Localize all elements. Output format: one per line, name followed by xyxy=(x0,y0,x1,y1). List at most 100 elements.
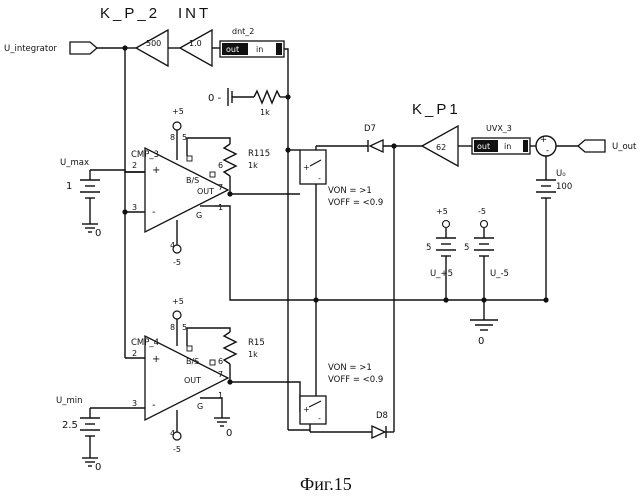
svg-text:1: 1 xyxy=(66,181,72,192)
resistor-r15: R15 1k xyxy=(224,332,265,364)
source-u-min: U_min 2.5 0 xyxy=(56,396,145,473)
svg-text:3: 3 xyxy=(132,203,137,212)
source-u-minus5: -5 5 U_-5 xyxy=(464,207,509,320)
port-u-integrator: U_integrator xyxy=(4,42,97,54)
diode-d8: D8 xyxy=(372,411,388,438)
svg-text:0: 0 xyxy=(226,428,232,439)
svg-text:in: in xyxy=(504,142,511,151)
svg-text:-: - xyxy=(152,207,156,218)
ground-resistor-branch: 0 - 1k xyxy=(208,88,288,117)
svg-text:+: + xyxy=(303,405,310,414)
svg-text:-: - xyxy=(318,174,321,183)
svg-text:5: 5 xyxy=(464,243,469,253)
switch-lower: + - VON = >1 VOFF = <0.9 xyxy=(300,363,383,424)
svg-text:VON = >1: VON = >1 xyxy=(328,186,372,196)
svg-text:-: - xyxy=(152,400,156,411)
svg-text:VOFF = <0.9: VOFF = <0.9 xyxy=(328,198,383,208)
svg-text:K_P_2: K_P_2 xyxy=(100,5,160,22)
svg-text:+5: +5 xyxy=(172,297,184,306)
svg-text:1.0: 1.0 xyxy=(189,39,202,48)
svg-text:U_+5: U_+5 xyxy=(430,269,453,279)
svg-text:2.5: 2.5 xyxy=(62,420,78,431)
svg-text:+: + xyxy=(540,135,547,145)
svg-text:R115: R115 xyxy=(248,149,270,159)
svg-text:U₀: U₀ xyxy=(556,169,566,179)
svg-text:U_-5: U_-5 xyxy=(490,269,509,279)
figure-caption: Фиг.15 xyxy=(300,474,352,494)
svg-text:R15: R15 xyxy=(248,338,265,348)
svg-text:7: 7 xyxy=(218,183,223,192)
svg-text:7: 7 xyxy=(218,370,223,379)
svg-text:B/S: B/S xyxy=(186,176,199,185)
comparator-cmp3: + - OUT B/S G CMP_3 2 3 8 5 6 7 1 4 xyxy=(131,133,228,250)
source-u-plus5: +5 5 U_+5 xyxy=(426,207,456,300)
ground-main: 0 xyxy=(470,320,498,347)
diode-d7: D7 xyxy=(364,124,383,152)
svg-text:U_out: U_out xyxy=(612,142,637,152)
svg-text:VOFF = <0.9: VOFF = <0.9 xyxy=(328,375,383,385)
svg-text:500: 500 xyxy=(146,39,161,48)
svg-text:8: 8 xyxy=(170,323,175,332)
svg-text:6: 6 xyxy=(218,357,223,366)
svg-text:0: 0 xyxy=(478,336,484,347)
svg-text:G: G xyxy=(196,211,202,220)
summing-junction: + - xyxy=(536,135,556,156)
svg-text:-: - xyxy=(318,414,321,423)
svg-text:D7: D7 xyxy=(364,124,376,134)
svg-text:U_max: U_max xyxy=(60,158,89,168)
svg-text:dnt_2: dnt_2 xyxy=(232,27,254,36)
svg-text:-: - xyxy=(546,146,549,156)
svg-text:in: in xyxy=(256,45,263,54)
svg-text:+: + xyxy=(152,354,160,365)
gain-block-kp2: 500 K_P_2 xyxy=(100,5,168,66)
svg-text:G: G xyxy=(197,402,203,411)
block-dnt2: out in dnt_2 xyxy=(220,27,284,57)
svg-text:D8: D8 xyxy=(376,411,388,421)
svg-text:VON = >1: VON = >1 xyxy=(328,363,372,373)
resistor-r115: R115 1k xyxy=(224,144,270,176)
svg-text:OUT: OUT xyxy=(184,376,201,385)
svg-text:6: 6 xyxy=(218,161,223,170)
svg-text:+5: +5 xyxy=(172,107,184,116)
svg-text:OUT: OUT xyxy=(197,187,214,196)
svg-text:62: 62 xyxy=(436,143,446,152)
block-uvx3: out in UVX_3 xyxy=(472,124,530,154)
svg-text:+: + xyxy=(152,165,160,176)
svg-text:1: 1 xyxy=(218,203,223,212)
port-u-out: U_out xyxy=(578,140,637,152)
gain-block-kp1: 62 K_P1 xyxy=(412,101,461,166)
svg-text:INT: INT xyxy=(178,5,211,22)
svg-text:0: 0 xyxy=(95,228,101,239)
svg-text:100: 100 xyxy=(556,182,572,192)
svg-text:-5: -5 xyxy=(173,445,181,454)
svg-text:-5: -5 xyxy=(478,207,486,216)
svg-text:U_integrator: U_integrator xyxy=(4,44,57,54)
gain-block-int: 1.0 INT xyxy=(178,5,212,66)
svg-text:2: 2 xyxy=(132,161,137,170)
svg-text:CMP_3: CMP_3 xyxy=(131,150,159,160)
comparator-cmp4: + - OUT B/S G CMP_4 2 3 8 5 6 7 1 4 xyxy=(131,323,228,438)
svg-text:8: 8 xyxy=(170,133,175,142)
svg-text:+: + xyxy=(303,163,310,172)
source-u0: U₀ 100 xyxy=(536,156,572,300)
svg-text:0: 0 xyxy=(95,462,101,473)
svg-text:out: out xyxy=(477,142,490,151)
svg-text:U_min: U_min xyxy=(56,396,83,406)
svg-text:3: 3 xyxy=(132,399,137,408)
svg-text:out: out xyxy=(226,45,239,54)
svg-text:K_P1: K_P1 xyxy=(412,101,461,118)
svg-text:+5: +5 xyxy=(436,207,448,216)
svg-text:0 -: 0 - xyxy=(208,93,222,104)
svg-text:5: 5 xyxy=(426,243,431,253)
svg-text:1k: 1k xyxy=(260,108,270,117)
svg-text:CMP_4: CMP_4 xyxy=(131,338,159,348)
switch-upper: + - VON = >1 VOFF = <0.9 xyxy=(300,150,383,208)
svg-text:1k: 1k xyxy=(248,350,258,359)
svg-text:1k: 1k xyxy=(248,161,258,170)
svg-text:2: 2 xyxy=(132,349,137,358)
source-u-max: U_max 1 0 xyxy=(60,158,145,239)
svg-text:-5: -5 xyxy=(173,258,181,267)
svg-text:UVX_3: UVX_3 xyxy=(486,124,512,133)
